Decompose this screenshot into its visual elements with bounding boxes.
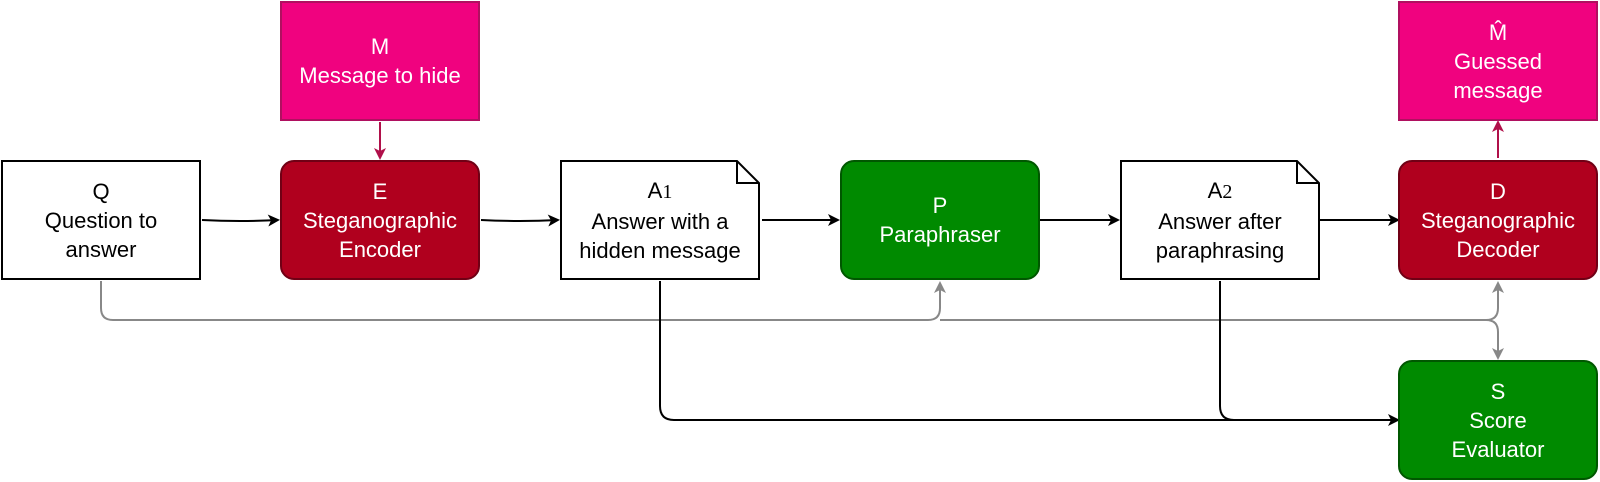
guessed-message-symbol: M̂	[1488, 19, 1508, 45]
edge-a2-to-s	[1219, 281, 1235, 421]
score-label: Score Evaluator	[1451, 407, 1545, 462]
answer-hidden-label: Answer with a hidden message	[579, 208, 741, 263]
edge-e-to-a1	[480, 214, 560, 227]
paraphraser-label: Paraphraser	[879, 222, 1001, 247]
score-evaluator-node: S Score Evaluator	[1398, 360, 1598, 480]
encoder-symbol: E	[372, 178, 388, 204]
answer-hidden-subscript: 1	[662, 180, 673, 203]
question-symbol: Q	[92, 178, 110, 204]
encoder-node: E Steganographic Encoder	[280, 160, 480, 280]
guessed-message-label: Guessed message	[1453, 48, 1543, 103]
answer-hidden-node: A1 Answer with a hidden message	[560, 160, 760, 280]
paraphraser-node: P Paraphraser	[840, 160, 1040, 280]
paraphraser-symbol: P	[932, 193, 948, 218]
message-node: M Message to hide	[280, 1, 480, 121]
score-symbol: S	[1490, 378, 1506, 404]
answer-hidden-symbol: A1	[647, 177, 673, 203]
decoder-label: Steganographic Decoder	[1420, 207, 1576, 262]
answer-paraphrased-symbol: A2	[1207, 177, 1233, 203]
edge-q-to-p	[100, 281, 946, 321]
edge-a1-to-s	[659, 281, 1400, 426]
answer-paraphrased-label: Answer after paraphrasing	[1155, 208, 1285, 263]
answer-paraphrased-node: A2 Answer after paraphrasing	[1120, 160, 1320, 280]
encoder-label: Steganographic Encoder	[302, 207, 458, 262]
question-node: Q Question to answer	[1, 160, 201, 280]
edge-q-to-s	[1485, 319, 1504, 360]
question-label: Question to answer	[44, 207, 158, 262]
decoder-node: D Steganographic Decoder	[1398, 160, 1598, 280]
edge-q-to-e	[201, 214, 280, 227]
answer-paraphrased-subscript: 2	[1222, 180, 1233, 203]
guessed-message-node: M̂ Guessed message	[1398, 1, 1598, 121]
message-label: Message to hide	[299, 63, 461, 88]
document-shape	[560, 160, 760, 280]
message-symbol: M	[370, 34, 390, 59]
document-shape	[1120, 160, 1320, 280]
decoder-symbol: D	[1490, 178, 1506, 204]
